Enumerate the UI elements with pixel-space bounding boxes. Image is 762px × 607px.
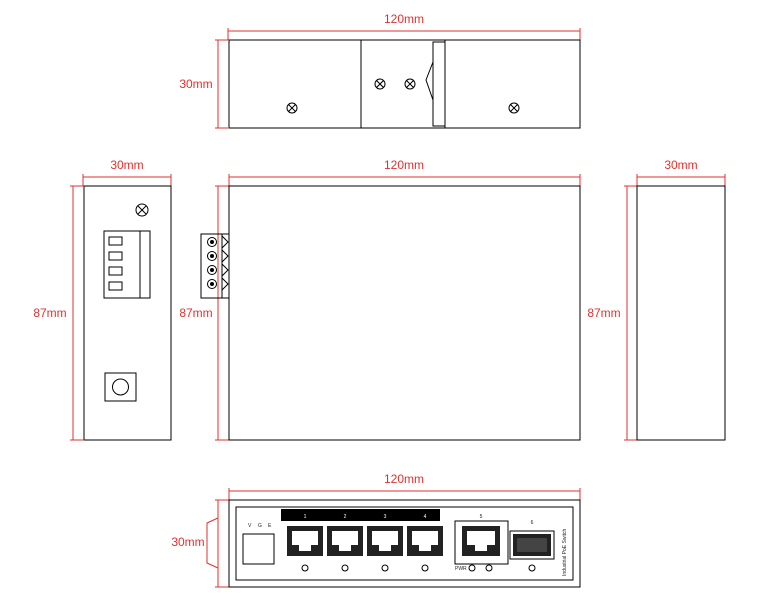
screw-icon: [286, 102, 298, 114]
screw-icon: [135, 203, 149, 217]
front-width-label: 120mm: [384, 158, 424, 172]
uplink-port-5: 5 PWR: [454, 514, 509, 572]
front-height-label: 87mm: [179, 306, 212, 320]
left-body-outline: [83, 185, 172, 441]
right-height-label: 87mm: [587, 306, 620, 320]
front-view: 120mm 87mm: [179, 158, 581, 441]
pwr-label: PWR: [455, 566, 467, 572]
rj45-port-1: 1: [287, 514, 323, 572]
port-body-outline: [228, 499, 581, 588]
rj45-port-4: 4: [407, 514, 443, 572]
model-label: Industrial PoE Switch: [562, 529, 568, 576]
left-width-label: 30mm: [110, 158, 143, 172]
port-group-band: [281, 509, 440, 521]
screw-icon: [404, 78, 416, 90]
svg-text:V: V: [248, 523, 252, 529]
reset-button: [104, 372, 137, 402]
power-connector: [200, 233, 230, 299]
right-body-outline: [636, 185, 726, 441]
bottom-width-label: 120mm: [384, 472, 424, 486]
svg-text:4: 4: [424, 514, 427, 520]
rj45-port-2: 2: [327, 514, 363, 572]
sfp-port-6: 6: [509, 520, 555, 572]
svg-text:G: G: [258, 523, 262, 529]
rj45-port-3: 3: [367, 514, 403, 572]
right-side-view: 30mm 87mm: [587, 158, 726, 441]
terminal-block: [103, 230, 151, 299]
top-width-label: 120mm: [384, 12, 424, 26]
front-body-outline: [228, 185, 581, 441]
top-view: 120mm 30mm: [179, 12, 581, 129]
svg-text:3: 3: [384, 514, 387, 520]
port-view: 120mm 30mm V G E 1 2: [171, 472, 581, 588]
svg-text:1: 1: [304, 514, 307, 520]
svg-text:E: E: [268, 523, 272, 529]
top-height-label: 30mm: [179, 77, 212, 91]
left-side-view: 30mm 87mm: [33, 158, 172, 441]
right-width-label: 30mm: [664, 158, 697, 172]
bottom-height-label: 30mm: [171, 535, 204, 549]
screw-icon: [374, 78, 386, 90]
power-terminal: V G E: [242, 523, 275, 565]
screw-icon: [508, 102, 520, 114]
din-rail-clip: [360, 39, 446, 129]
svg-text:5: 5: [480, 514, 483, 520]
svg-text:6: 6: [531, 520, 534, 526]
left-height-label: 87mm: [33, 306, 66, 320]
svg-text:2: 2: [344, 514, 347, 520]
